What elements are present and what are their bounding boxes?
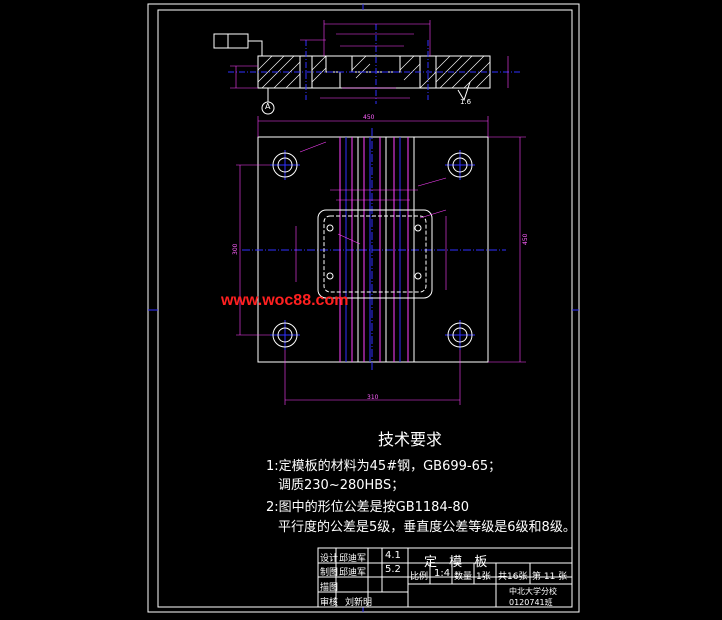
- tech-line-4: 平行度的公差是5级，垂直度公差等级是6级和8级。: [278, 520, 576, 535]
- tb-role-3: 描图: [320, 583, 339, 593]
- tb-date-2: 5.2: [385, 564, 401, 575]
- tb-name-2: 邱迪军: [339, 568, 367, 578]
- tech-line-3: 2:图中的形位公差是按GB1184-80: [266, 500, 469, 515]
- tb-school: 中北大学分校: [509, 587, 557, 596]
- dim-plate-width: 450: [363, 114, 375, 121]
- tb-sheet-no: 第 11 张: [532, 572, 568, 582]
- tech-line-1: 1:定模板的材料为45#钢，GB699-65；: [266, 459, 502, 474]
- tb-name-4: 刘新明: [345, 598, 373, 608]
- tb-scale: 1:4: [434, 568, 451, 579]
- cavity-pocket: [317, 209, 433, 299]
- tech-line-2: 调质230~280HBS；: [278, 478, 405, 493]
- datum-circle: [261, 101, 275, 115]
- title-block-grid: [317, 547, 573, 608]
- dim-hole-span-x: 310: [367, 394, 379, 401]
- part-name: 定 模 板: [424, 555, 492, 570]
- roughness-value: 1.6: [460, 98, 472, 106]
- tb-role-1: 设计: [320, 554, 339, 564]
- tb-role-2: 制图: [320, 568, 339, 578]
- tb-date-1: 4.1: [385, 550, 401, 561]
- tech-requirements-title: 技术要求: [378, 430, 443, 449]
- tb-quantity: 1张: [476, 572, 491, 582]
- cooling-channels: [339, 137, 415, 362]
- dim-hole-span-y: 300: [232, 243, 239, 255]
- tb-name-1: 邱迪军: [339, 554, 367, 564]
- tb-role-4: 审核: [320, 598, 339, 608]
- tb-quantity-label: 数量: [454, 572, 473, 582]
- tb-class-code: 0120741班: [509, 598, 553, 607]
- section-view: [213, 20, 522, 115]
- tb-scale-label: 比例: [410, 572, 429, 582]
- plan-view: [236, 116, 526, 405]
- guide-holes: [272, 152, 473, 348]
- tb-total-sheets: 共16张: [498, 572, 528, 582]
- datum-label: A: [265, 102, 271, 111]
- watermark-text: www.woc88.com: [221, 292, 349, 309]
- dim-plate-height: 450: [522, 233, 529, 245]
